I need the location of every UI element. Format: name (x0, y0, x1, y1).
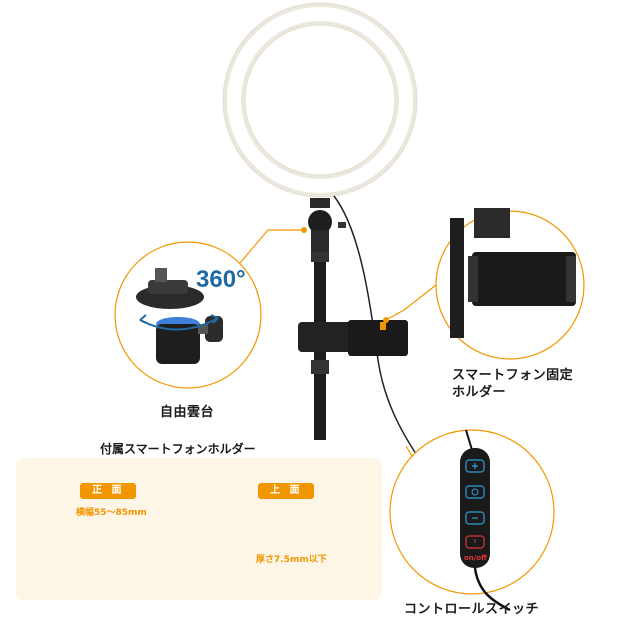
rotation-label: 360° (196, 266, 246, 293)
phone-holder-label-1: スマートフォン固定 (452, 368, 574, 383)
pole-phone-holder (298, 320, 408, 356)
phone-holder-label-2: ホルダー (452, 385, 507, 400)
thickness-dimension: 厚さ7.5mm以下 (256, 555, 327, 565)
width-dimension: 横幅55～85mm (74, 505, 149, 518)
on-off-label: on/off (464, 554, 487, 562)
ball-head-label: 自由雲台 (160, 405, 215, 420)
plus-icon (465, 459, 485, 473)
accessory-panel (16, 458, 382, 600)
brightness-icon (465, 485, 485, 499)
pole-mount (308, 198, 346, 252)
power-icon (465, 535, 485, 549)
top-view-tag: 上 面 (258, 483, 315, 499)
front-view-tag: 正 面 (80, 483, 137, 499)
ball-head-callout (114, 227, 307, 389)
ring-light (222, 2, 418, 198)
control-switch-label: コントロールスイッチ (404, 602, 540, 617)
switch-buttons (462, 456, 488, 564)
holder-callout (383, 208, 585, 360)
minus-icon (465, 511, 485, 525)
accessory-title: 付属スマートフォンホルダー (100, 442, 256, 456)
